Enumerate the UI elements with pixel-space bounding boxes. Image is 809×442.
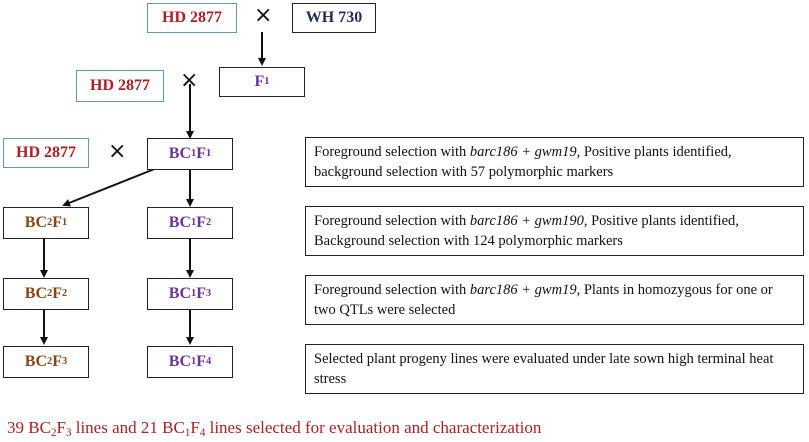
note-bc1f3-text: Foreground selection with barc186 + gwm1… (314, 280, 795, 320)
note-bc1f4: Selected plant progeny lines were evalua… (305, 344, 804, 394)
note-bc1f3: Foreground selection with barc186 + gwm1… (305, 275, 804, 325)
gen-bc2f1-a: BC (24, 214, 48, 231)
footer-sub-2: 3 (65, 426, 72, 439)
gen-bc1f1-a: BC (168, 145, 192, 162)
gen-bc2f2-b: F (52, 285, 62, 302)
gen-bc1f4-b: F (196, 353, 206, 370)
footer-sub-3: 1 (184, 426, 191, 439)
gen-bc1f1-b: F (196, 145, 206, 162)
note-bc1f3-pre: Foreground selection with (314, 282, 470, 298)
parent-hd2877-third: HD 2877 (3, 138, 89, 168)
note-bc1f1-pre: Foreground selection with (314, 144, 470, 160)
gen-bc2f3-a: BC (24, 353, 48, 370)
note-bc1f2-post: , Positive plants identified, Background… (314, 213, 739, 249)
parent-hd2877-second: HD 2877 (76, 70, 164, 102)
note-bc1f1: Foreground selection with barc186 + gwm1… (305, 137, 804, 187)
note-bc1f1-text: Foreground selection with barc186 + gwm1… (314, 142, 795, 182)
note-bc1f2-text: Foreground selection with barc186 + gwm1… (314, 211, 795, 251)
cross-symbol-2: × (180, 68, 199, 93)
cross-symbol-3: × (108, 139, 127, 164)
note-bc1f2: Foreground selection with barc186 + gwm1… (305, 206, 804, 256)
footer-part-4: F (190, 418, 200, 437)
footer-part-2: F (56, 418, 66, 437)
note-bc1f2-markers: barc186 + gwm190 (469, 213, 584, 229)
footer-sub-1: 2 (50, 426, 57, 439)
note-bc1f3-markers: barc186 + gwm19 (469, 282, 577, 298)
footer-sub-4: 4 (199, 426, 206, 439)
gen-f1-base: F (254, 73, 265, 90)
footer-part-5: lines selected for evaluation and charac… (205, 418, 542, 437)
parent-hd2877-top: HD 2877 (147, 3, 237, 33)
gen-bc1f3-b: F (196, 285, 206, 302)
gen-bc2f2-a: BC (24, 285, 48, 302)
gen-bc1f3-a: BC (168, 285, 192, 302)
gen-bc1f2-a: BC (168, 214, 192, 231)
gen-bc1f2-b: F (196, 214, 206, 231)
arrow-cross3-to-bc2f1 (62, 167, 158, 207)
note-bc1f2-pre: Foreground selection with (314, 213, 470, 229)
gen-bc2f1-b: F (52, 214, 62, 231)
note-bc1f1-post: , Positive plants identified, background… (314, 144, 732, 180)
note-bc1f3-post: , Plants in homozygous for one or two QT… (314, 282, 773, 318)
cross-symbol-1: × (254, 3, 273, 28)
footer-part-3: lines and 21 BC (71, 418, 185, 437)
note-bc1f4-text: Selected plant progeny lines were evalua… (314, 349, 795, 389)
gen-bc2f3-b: F (52, 353, 62, 370)
note-bc1f4-post: Selected plant progeny lines were evalua… (314, 351, 774, 387)
gen-bc1f4-a: BC (168, 353, 192, 370)
note-bc1f1-markers: barc186 + gwm19 (469, 144, 577, 160)
footer-part-1: 39 BC (7, 418, 51, 437)
footer-summary: 39 BC2F3 lines and 21 BC1F4 lines select… (7, 418, 541, 438)
parent-wh730: WH 730 (292, 3, 376, 33)
